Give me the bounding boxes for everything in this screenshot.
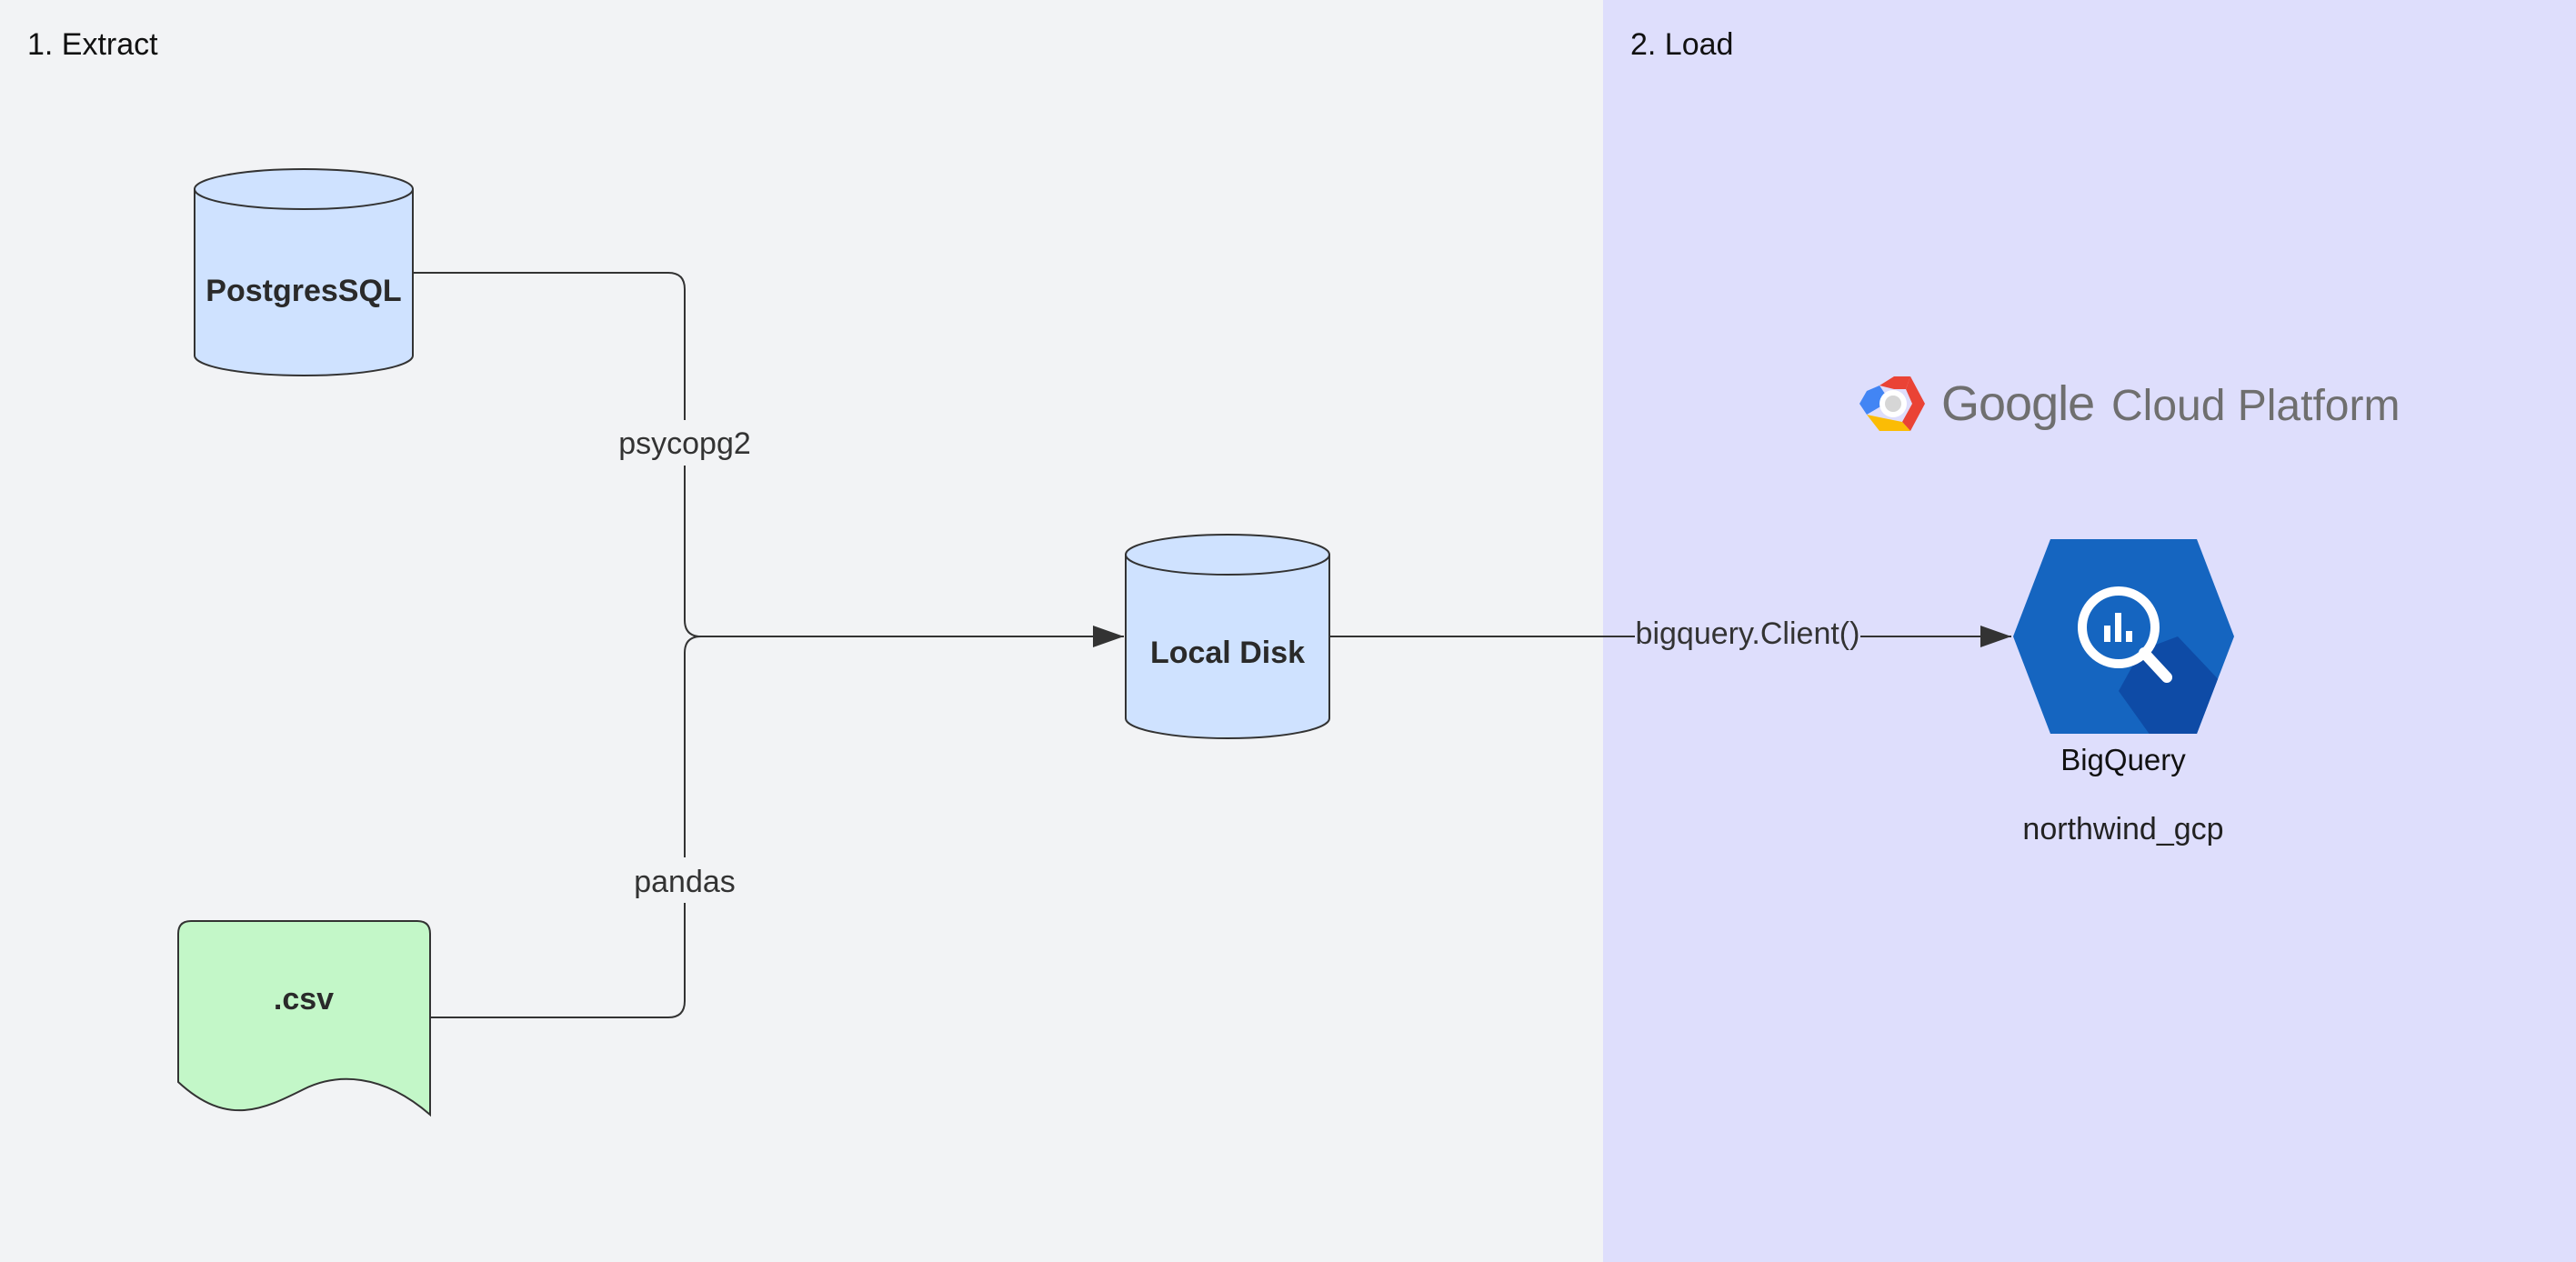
bigquery-dataset-label: northwind_gcp [2022,812,2223,846]
connector-csv-to-disk [430,636,702,1018]
postgres-cylinder-body [194,189,414,376]
postgres-label: PostgresSQL [205,274,401,308]
local-disk-label: Local Disk [1150,636,1305,670]
gcp-hexagon-icon [1859,376,1925,431]
local-disk-cylinder-body [1125,555,1330,739]
bigquery-label: BigQuery [2060,743,2186,776]
extract-panel-title: 1. Extract [27,27,158,62]
bigquery-magnifier-icon [2078,586,2172,683]
load-panel-title: 2. Load [1630,27,1734,62]
google-cloud-platform-logo: Google Cloud Platform [1859,376,2400,431]
local-disk-cylinder-top [1125,534,1330,576]
csv-document-shape [177,920,431,1117]
client-label-bg [1635,610,1860,656]
pandas-label-bg [629,857,740,903]
psycopg2-label: psycopg2 [618,426,751,461]
pandas-label: pandas [634,865,736,899]
csv-file-node: .csv [177,920,431,1117]
postgres-cylinder-top [194,168,414,210]
postgres-database-node: PostgresSQL [194,168,414,376]
bigquery-node: BigQuery northwind_gcp [2013,539,2234,846]
local-disk-node: Local Disk [1125,534,1330,739]
cloud-platform-wordmark: Cloud Platform [2111,382,2400,430]
psycopg2-label-bg [611,420,758,466]
bigquery-client-label: bigquery.Client() [1636,616,1860,651]
google-wordmark: Google [1941,376,2094,431]
csv-label: .csv [274,982,334,1017]
connector-postgres-to-disk [413,272,1124,647]
